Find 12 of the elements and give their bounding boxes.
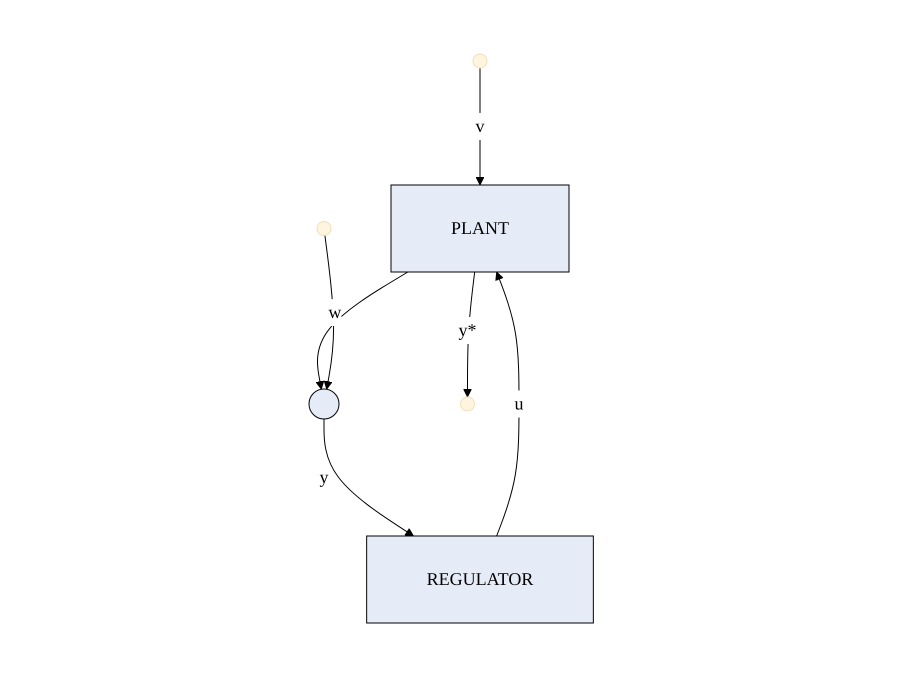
- node-box: PLANT: [390, 184, 570, 272]
- arrow: [476, 68, 485, 186]
- edge-label: w: [328, 302, 342, 322]
- node-box: REGULATOR: [366, 536, 594, 624]
- arrow: [324, 418, 414, 536]
- edge-label: y: [320, 467, 329, 487]
- arrow: [316, 272, 409, 390]
- edge-label: v: [476, 116, 485, 136]
- node-circle: [308, 388, 340, 420]
- edge-label: y*: [458, 320, 477, 340]
- edge-label: u: [514, 394, 524, 414]
- arrow: [496, 272, 520, 536]
